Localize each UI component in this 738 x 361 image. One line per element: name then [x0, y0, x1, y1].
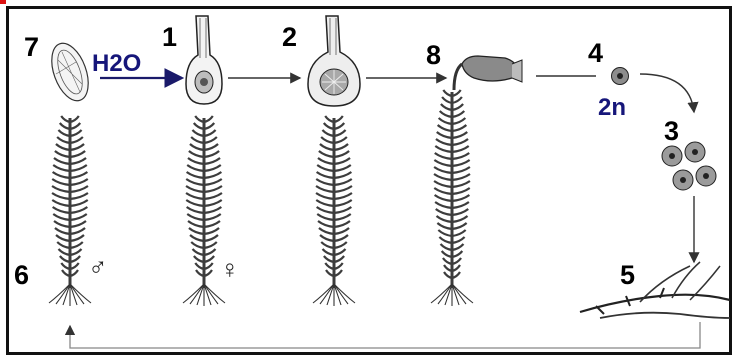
male-shoot [49, 116, 91, 306]
spore-mother-cell [612, 68, 629, 85]
spore-nucleus [703, 173, 709, 179]
spore-nucleus [692, 149, 698, 155]
antheridium [45, 38, 96, 105]
water-label: H2O [92, 52, 141, 76]
spore-tetrad [662, 142, 716, 190]
label-5: 5 [620, 262, 635, 289]
female-symbol: ♀ [220, 256, 240, 282]
ploidy-label: 2n [598, 96, 626, 120]
sporophyte-capsule [454, 56, 522, 90]
female-shoot [183, 116, 225, 306]
archegonium-1 [186, 16, 222, 104]
label-4: 4 [588, 40, 603, 67]
spore-nucleus [680, 177, 686, 183]
sporophyte-shoot [431, 90, 473, 306]
label-6: 6 [14, 262, 29, 289]
label-3: 3 [664, 118, 679, 145]
label-8: 8 [426, 42, 441, 69]
protonema [580, 262, 730, 318]
label-2: 2 [282, 24, 297, 51]
spore-nucleus [669, 153, 675, 159]
label-7: 7 [24, 34, 39, 61]
fertilized-shoot [313, 116, 355, 306]
gametophyte-shoots [49, 90, 473, 306]
label-1: 1 [162, 24, 177, 51]
archegonium-2 [308, 16, 360, 106]
male-symbol: ♂ [88, 254, 108, 280]
